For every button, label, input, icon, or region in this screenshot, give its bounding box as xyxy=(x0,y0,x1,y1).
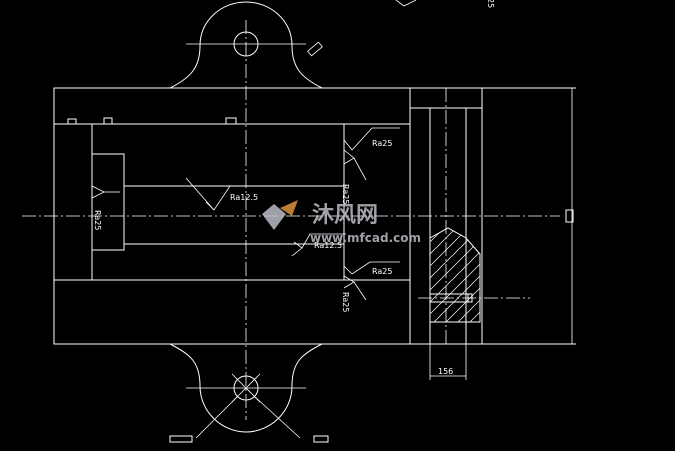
roughness-symbol-middle-upper xyxy=(185,177,264,211)
roughness-symbol-vertical-mid xyxy=(343,149,367,181)
roughness-label-top-right: Ra25 xyxy=(372,139,392,148)
hatched-section xyxy=(429,227,481,323)
roughness-symbol-vertical-lower xyxy=(343,275,367,301)
roughness-label-right-lower: Ra25 xyxy=(372,267,392,276)
upper-bore xyxy=(91,123,345,187)
lower-bore xyxy=(91,243,345,281)
roughness-symbol-left xyxy=(91,185,120,199)
roughness-label-left: Ra25 xyxy=(93,210,102,230)
top-lug xyxy=(169,1,323,89)
roughness-label-vertical-lower: Ra25 xyxy=(341,292,350,312)
roughness-label-top-corner: 25 xyxy=(486,0,495,8)
bottom-lug xyxy=(169,343,323,433)
roughness-symbol-middle-lower xyxy=(291,233,346,257)
watermark-site: www.mfcad.com xyxy=(310,231,421,245)
roughness-label-middle-lower: Ra12.5 xyxy=(314,241,342,250)
roughness-symbol-right-lower xyxy=(343,261,400,275)
roughness-symbol-top-right xyxy=(343,127,400,151)
watermark-logo-icon xyxy=(262,204,286,230)
watermark-brand: 沐风网 xyxy=(312,203,378,228)
dimension-156: 156 xyxy=(438,367,453,376)
roughness-label-vertical-mid: Ra25 xyxy=(341,184,350,204)
roughness-label-middle-upper: Ra12.5 xyxy=(230,193,258,202)
watermark: 沐风网 www.mfcad.com xyxy=(262,200,421,245)
